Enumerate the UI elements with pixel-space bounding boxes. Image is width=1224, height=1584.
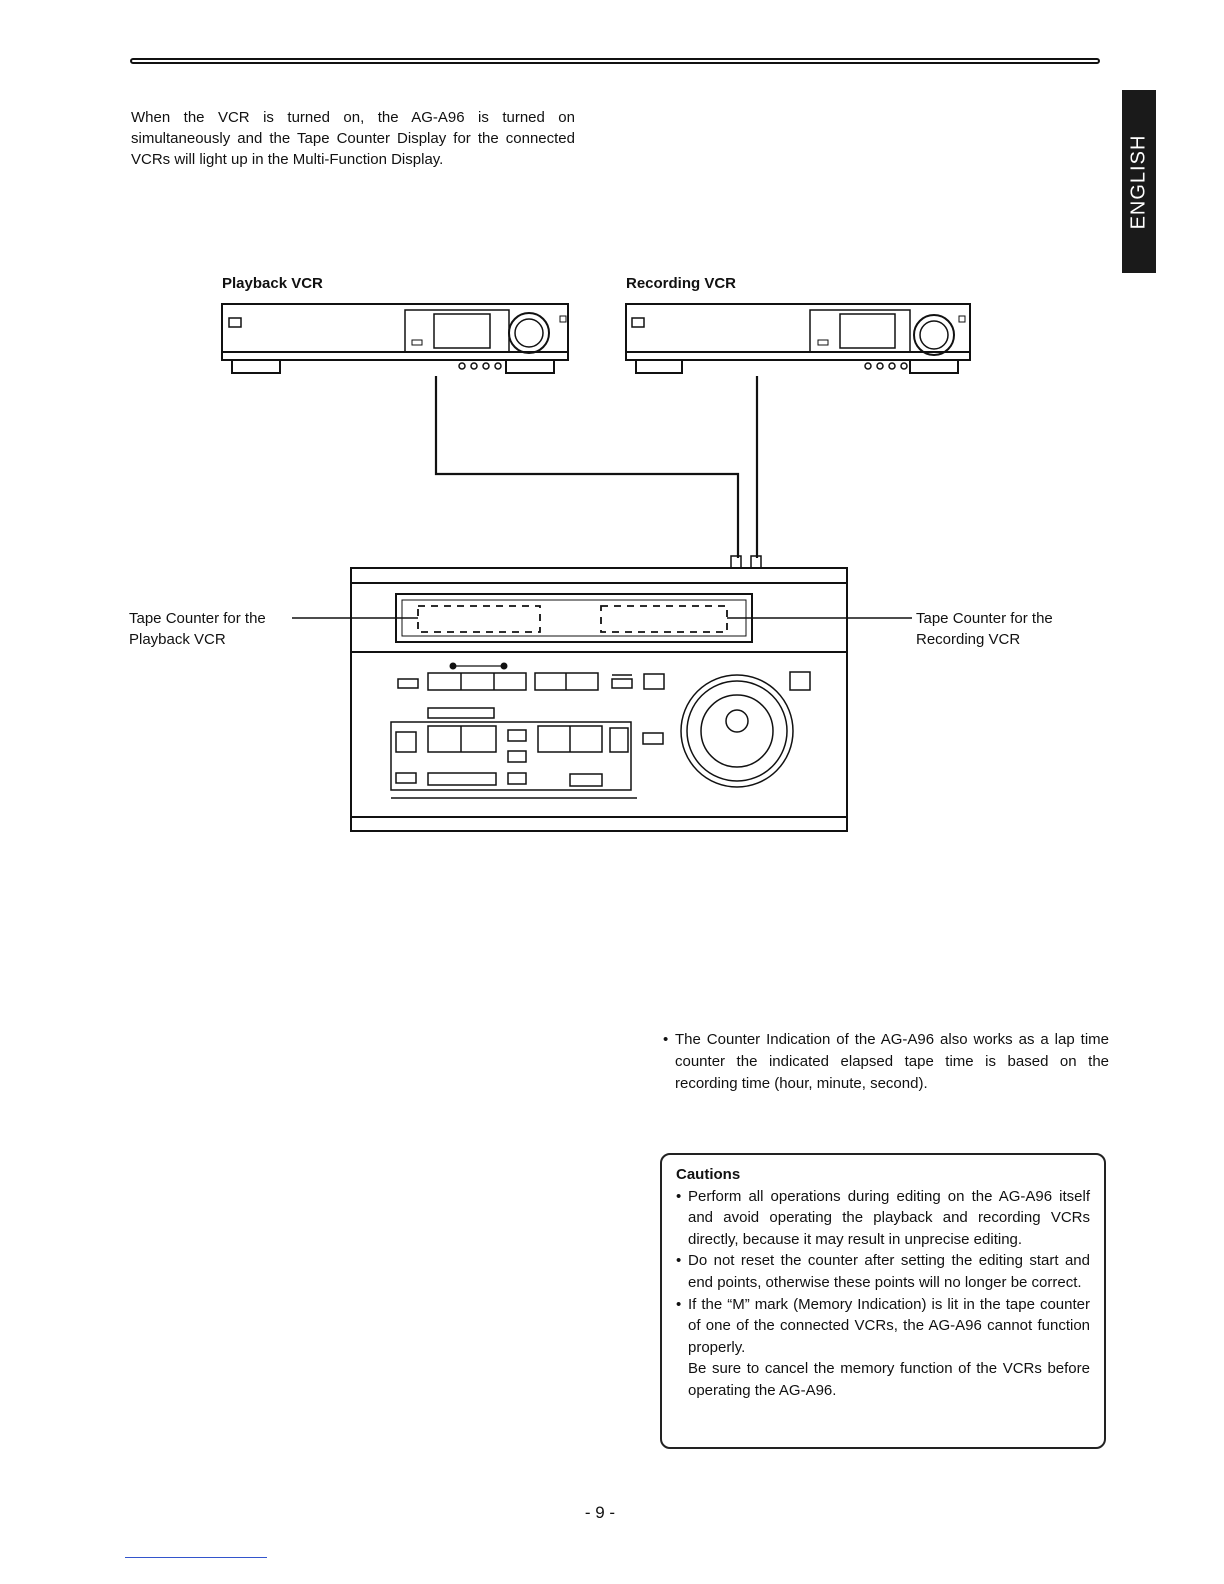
bullet-dot: • bbox=[676, 1295, 682, 1313]
caution-item: • Perform all operations during editing … bbox=[676, 1186, 1090, 1251]
caution-item: • Do not reset the counter after setting… bbox=[676, 1250, 1090, 1293]
cautions-title: Cautions bbox=[676, 1166, 741, 1183]
callout-recording-counter: Tape Counter for the Recording VCR bbox=[916, 608, 1053, 650]
callout-right-line-1: Tape Counter for the bbox=[916, 610, 1053, 627]
connection-cables bbox=[434, 376, 762, 569]
editing-controller-illustration bbox=[350, 567, 848, 832]
note-text: The Counter Indication of the AG-A96 als… bbox=[675, 1031, 1109, 1092]
caution-text: Do not reset the counter after setting t… bbox=[688, 1252, 1090, 1291]
playback-vcr-label: Playback VCR bbox=[222, 275, 323, 292]
playback-vcr-illustration bbox=[221, 303, 569, 374]
bottom-rule bbox=[125, 1557, 267, 1558]
caution-text: If the “M” mark (Memory Indication) is l… bbox=[688, 1295, 1090, 1356]
bullet-dot: • bbox=[676, 1187, 682, 1205]
intro-paragraph: When the VCR is turned on, the AG-A96 is… bbox=[131, 109, 575, 168]
bullet-dot: • bbox=[663, 1031, 669, 1048]
counter-note: • The Counter Indication of the AG-A96 a… bbox=[663, 1029, 1109, 1095]
callout-left-line-2: Playback VCR bbox=[129, 631, 226, 648]
cautions-box: Cautions • Perform all operations during… bbox=[660, 1153, 1106, 1449]
top-rule bbox=[130, 58, 1100, 64]
note-bullet-item: • The Counter Indication of the AG-A96 a… bbox=[663, 1029, 1109, 1095]
caution-text: Perform all operations during editing on… bbox=[688, 1187, 1090, 1248]
recording-vcr-illustration bbox=[625, 303, 971, 374]
language-tab: ENGLISH bbox=[1122, 90, 1156, 273]
callout-right-line-2: Recording VCR bbox=[916, 631, 1021, 648]
callout-playback-counter: Tape Counter for the Playback VCR bbox=[129, 608, 266, 650]
caution-followup: Be sure to cancel the memory function of… bbox=[676, 1358, 1090, 1401]
bullet-dot: • bbox=[676, 1252, 682, 1270]
page-number: - 9 - bbox=[584, 1503, 616, 1522]
callout-left-line-1: Tape Counter for the bbox=[129, 610, 266, 627]
caution-item: • If the “M” mark (Memory Indication) is… bbox=[676, 1294, 1090, 1359]
caution-followup-text: Be sure to cancel the memory function of… bbox=[688, 1360, 1090, 1399]
recording-vcr-label: Recording VCR bbox=[626, 275, 737, 292]
